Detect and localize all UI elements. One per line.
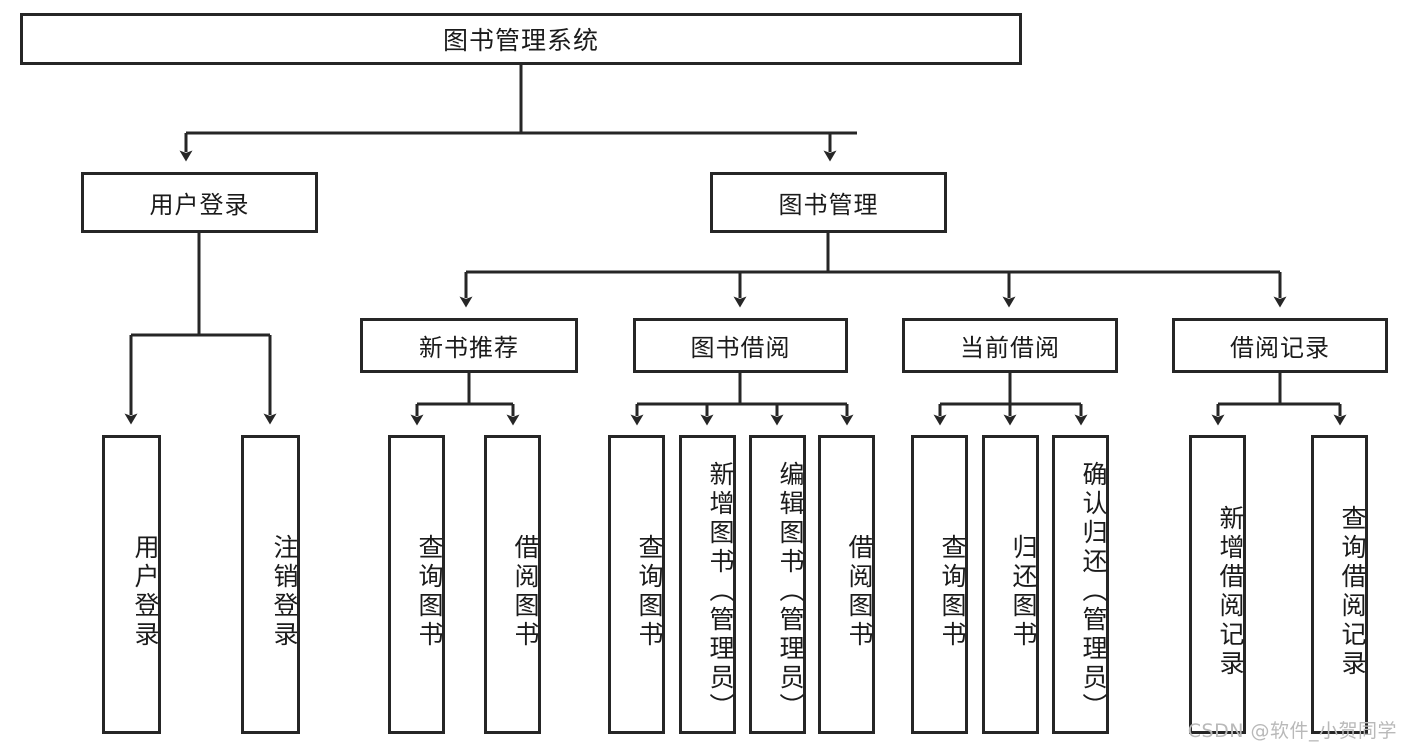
node-leaf-user-login[interactable]: 用户登录: [102, 435, 161, 734]
connector-root-to-level1: [179, 65, 857, 162]
node-borrow-record[interactable]: 借阅记录: [1172, 318, 1388, 373]
node-leaf-query-book-2[interactable]: 查询图书: [608, 435, 665, 734]
node-current-borrow[interactable]: 当前借阅: [902, 318, 1118, 373]
connector-newbook-to-leaves: [410, 373, 520, 426]
connector-bookmanage-to-level2: [459, 233, 1287, 308]
node-leaf-query-book-3[interactable]: 查询图书: [911, 435, 968, 734]
node-leaf-query-record[interactable]: 查询借阅记录: [1311, 435, 1368, 734]
node-new-book-recommend[interactable]: 新书推荐: [360, 318, 578, 373]
connector-bookborrow-to-leaves: [630, 373, 854, 426]
connector-currentborrow-to-leaves: [933, 373, 1088, 426]
connector-userlogin-to-leaves: [124, 233, 277, 425]
node-leaf-edit-book[interactable]: 编辑图书（管理员）: [749, 435, 806, 734]
node-leaf-user-logout[interactable]: 注销登录: [241, 435, 300, 734]
node-leaf-add-record[interactable]: 新增借阅记录: [1189, 435, 1246, 734]
connector-borrowrecord-to-leaves: [1211, 373, 1347, 426]
csdn-watermark: CSDN @软件_小贺同学: [1187, 720, 1397, 742]
node-user-login[interactable]: 用户登录: [81, 172, 318, 233]
node-leaf-borrow-book-1[interactable]: 借阅图书: [484, 435, 541, 734]
node-leaf-return-book[interactable]: 归还图书: [982, 435, 1039, 734]
node-leaf-borrow-book-2[interactable]: 借阅图书: [818, 435, 875, 734]
node-leaf-add-book[interactable]: 新增图书（管理员）: [679, 435, 736, 734]
node-leaf-confirm-return[interactable]: 确认归还（管理员）: [1052, 435, 1109, 734]
node-root-system[interactable]: 图书管理系统: [20, 13, 1022, 65]
node-book-borrow[interactable]: 图书借阅: [633, 318, 848, 373]
node-book-manage[interactable]: 图书管理: [710, 172, 947, 233]
node-leaf-query-book-1[interactable]: 查询图书: [388, 435, 445, 734]
